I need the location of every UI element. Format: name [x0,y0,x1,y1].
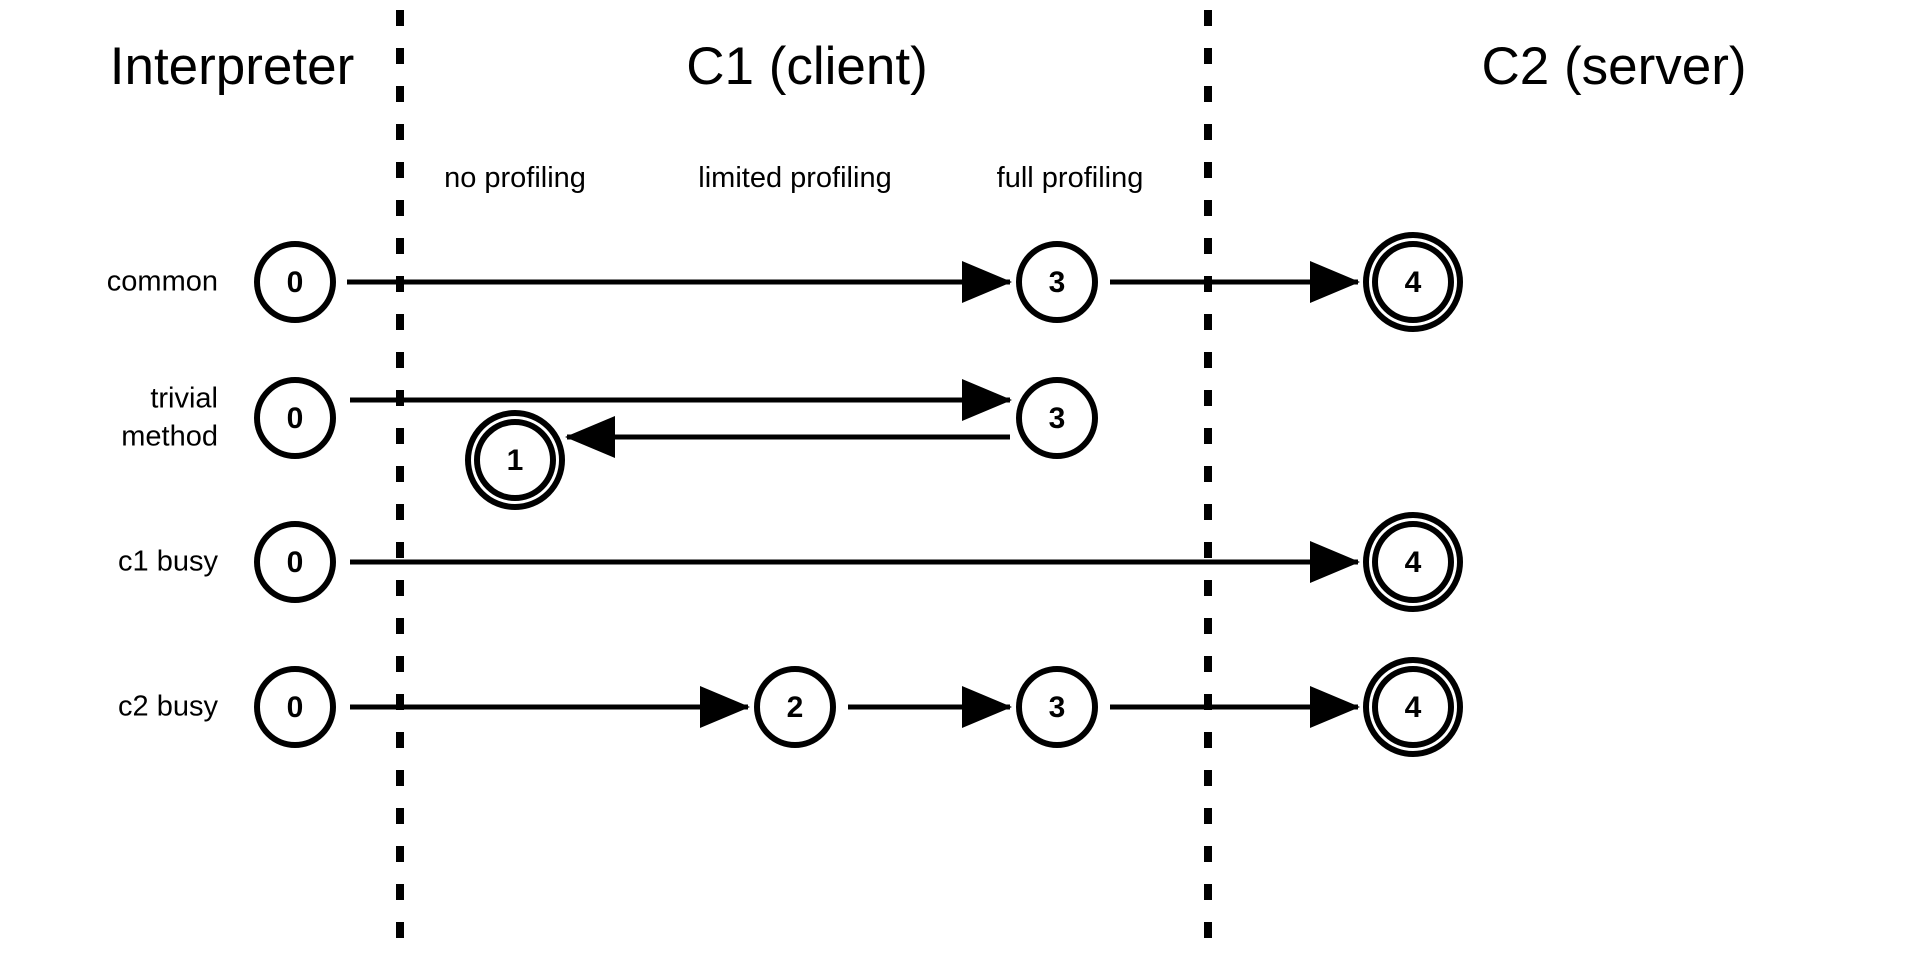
node-circle-trivial-3 [1016,377,1098,459]
node-circle-c2busy-0 [254,666,336,748]
state-node-common-0 [254,241,336,323]
node-value-c1busy-4: 4 [1404,546,1422,579]
state-node-c1busy-0 [254,521,336,603]
state-node-trivial-3 [1016,377,1098,459]
node-value-c1busy-0: 0 [286,546,304,579]
state-node-trivial-0 [254,377,336,459]
node-circle-c2busy-4 [1372,666,1454,748]
state-node-c2busy-2 [754,666,836,748]
node-value-common-3: 3 [1048,266,1066,299]
state-node-common-3 [1016,241,1098,323]
node-value-c2busy-3: 3 [1048,691,1066,724]
column-title-c2: C2 (server) [1481,37,1747,96]
node-value-c2busy-2: 2 [786,691,804,724]
row-label-c1-busy: c1 busy [118,545,218,578]
node-value-common-0: 0 [286,266,304,299]
node-circle-c2busy-3 [1016,666,1098,748]
column-dividers [396,10,1212,960]
state-nodes [254,232,1463,757]
node-circle-common-3 [1016,241,1098,323]
node-circle-trivial-0 [254,377,336,459]
node-value-trivial-1: 1 [506,444,524,477]
tier-label-no-profiling: no profiling [444,162,586,194]
node-circle-trivial-1 [474,419,556,501]
node-value-common-4: 4 [1404,266,1422,299]
state-node-c2busy-3 [1016,666,1098,748]
tier-label-full-profiling: full profiling [996,162,1144,194]
state-node-c2busy-4 [1363,657,1463,757]
node-circle-c1busy-0 [254,521,336,603]
node-value-c2busy-4: 4 [1404,691,1422,724]
node-circle-common-4 [1372,241,1454,323]
tier-label-limited-profiling: limited profiling [698,162,892,194]
row-label-c2-busy: c2 busy [118,690,218,723]
state-node-trivial-1 [465,410,565,510]
state-node-common-4 [1363,232,1463,332]
node-circle-c2busy-2 [754,666,836,748]
node-value-trivial-3: 3 [1048,402,1066,435]
transition-edges [347,261,1360,729]
state-node-c2busy-0 [254,666,336,748]
node-value-trivial-0: 0 [286,402,304,435]
row-label-common: common [106,265,218,298]
column-title-interpreter: Interpreter [109,37,355,96]
column-title-c1: C1 (client) [686,37,928,96]
state-node-c1busy-4 [1363,512,1463,612]
node-circle-common-0 [254,241,336,323]
row-label-trivial-method: trivial method [121,382,218,453]
node-circle-c1busy-4 [1372,521,1454,603]
node-value-c2busy-0: 0 [286,691,304,724]
